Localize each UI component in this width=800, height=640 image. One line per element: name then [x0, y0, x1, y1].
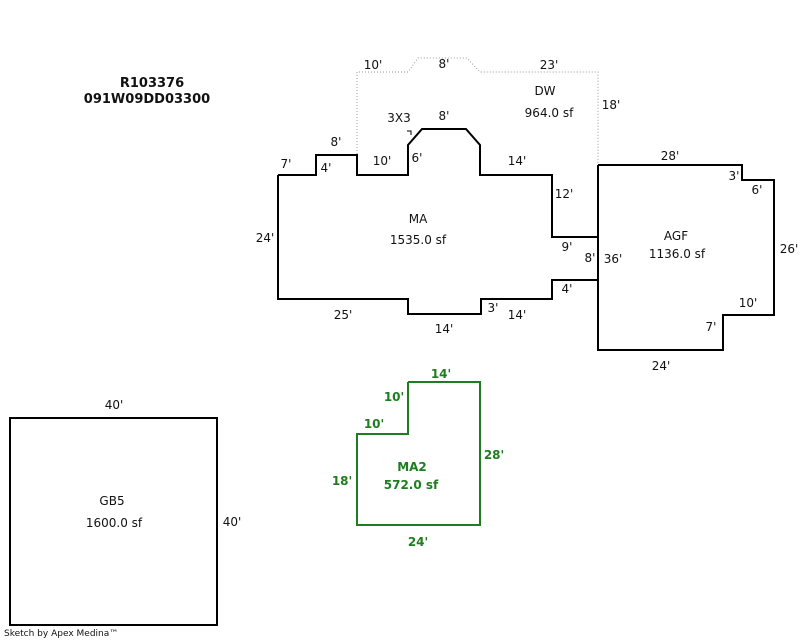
dim-ma-bottom-left: 25' — [334, 308, 353, 322]
dim-ma2-right: 28' — [484, 448, 504, 462]
dim-dw-right: 18' — [602, 98, 621, 112]
account-id: 091W09DD03300 — [84, 92, 210, 107]
dim-ma-right-upper: 12' — [555, 187, 574, 201]
dim-ma-right-lower: 4' — [562, 282, 573, 296]
agf-label: AGF — [664, 229, 688, 243]
dim-ma2-bottom: 24' — [408, 535, 428, 549]
agf-outline — [597, 164, 775, 351]
dim-agf-bottom: 24' — [652, 359, 671, 373]
dim-ma-top-right: 14' — [508, 154, 527, 168]
dim-agf-left: 36' — [604, 252, 623, 266]
ma-area: 1535.0 sf — [390, 233, 447, 247]
dim-ma-bottom-step: 3' — [488, 301, 499, 315]
parcel-id: R103376 — [120, 76, 184, 91]
dim-agf-notch-v: 7' — [706, 320, 717, 334]
dw-outline — [356, 57, 599, 175]
ma-outline — [277, 128, 599, 315]
footer-credit: Sketch by Apex Medina™ — [4, 629, 118, 639]
dim-ma-shared: 8' — [585, 251, 596, 265]
dim-dw-top-right: 23' — [540, 58, 559, 72]
ma-label: MA — [409, 212, 428, 226]
bump-corner-marker — [407, 130, 412, 135]
dim-dw-bump-label: 3X3 — [387, 111, 411, 125]
gb5-area: 1600.0 sf — [86, 516, 143, 530]
ma2-outline — [356, 381, 481, 526]
dim-agf-right: 26' — [780, 242, 799, 256]
dim-ma-bump-top: 8' — [439, 109, 450, 123]
dim-ma-step-top: 8' — [331, 135, 342, 149]
dim-ma-right-notch: 9' — [562, 240, 573, 254]
dim-agf-step-v: 6' — [752, 183, 763, 197]
dim-ma-bump-left: 6' — [412, 151, 423, 165]
dim-ma-left-top: 7' — [281, 157, 292, 171]
dim-ma-bottom-right: 14' — [508, 308, 527, 322]
gb5-outline — [9, 417, 218, 626]
dim-ma2-notch-v: 10' — [384, 390, 404, 404]
dw-label: DW — [534, 84, 555, 98]
dim-ma2-top: 14' — [431, 367, 451, 381]
gb5-label: GB5 — [99, 494, 124, 508]
dim-ma-bottom-mid: 14' — [435, 322, 454, 336]
dim-ma2-left: 18' — [332, 474, 352, 488]
dim-ma-step-inner: 4' — [321, 161, 332, 175]
dim-dw-top-mid: 8' — [439, 57, 450, 71]
dim-gb5-right: 40' — [223, 515, 242, 529]
dw-area: 964.0 sf — [525, 106, 574, 120]
dim-ma2-notch-h: 10' — [364, 417, 384, 431]
dim-agf-top: 28' — [661, 149, 680, 163]
ma2-area: 572.0 sf — [384, 478, 439, 492]
dim-gb5-top: 40' — [105, 398, 124, 412]
dim-dw-top-left: 10' — [364, 58, 383, 72]
ma2-label: MA2 — [397, 460, 427, 474]
dim-ma-left: 24' — [256, 231, 275, 245]
dim-agf-step-h: 3' — [729, 169, 740, 183]
agf-area: 1136.0 sf — [649, 247, 706, 261]
dim-agf-notch-h: 10' — [739, 296, 758, 310]
dim-ma-top-mid: 10' — [373, 154, 392, 168]
